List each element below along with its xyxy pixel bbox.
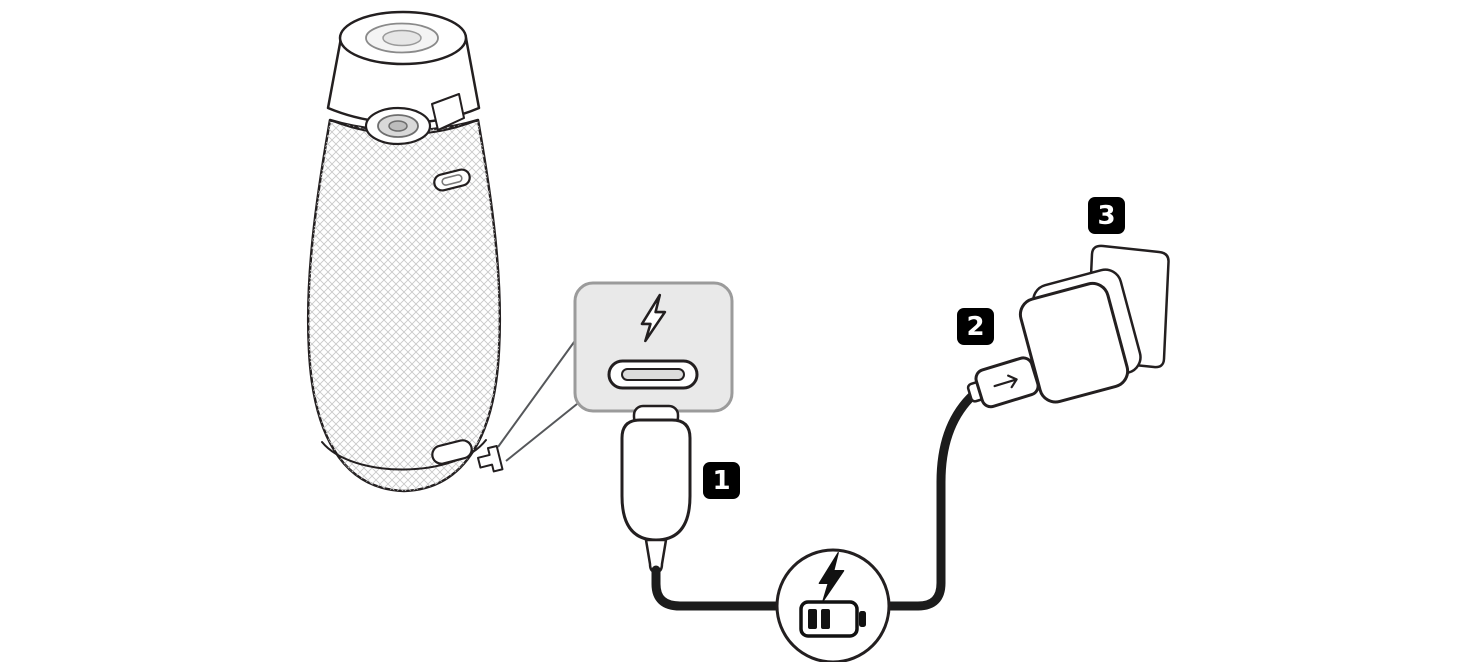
- port-rubber-flap: [476, 444, 504, 473]
- power-adapter: [1018, 268, 1142, 404]
- battery-charging-icon: [799, 600, 866, 638]
- charging-port-cover: [431, 439, 473, 465]
- cable-left-segment: [651, 565, 791, 611]
- step-badge-1: 1: [703, 462, 740, 499]
- charging-indicator: [775, 548, 891, 662]
- callout-box: [573, 281, 734, 413]
- speaker-illustration: [306, 10, 504, 493]
- charging-port-callout: [573, 281, 734, 413]
- speaker-strap-hook: [433, 168, 471, 192]
- projector-lens-center: [388, 120, 408, 132]
- cable-right-segment: [879, 389, 979, 611]
- speaker-top-light-inner: [382, 29, 422, 47]
- usb-c-connector: [620, 404, 692, 574]
- lightning-bolt-icon: [640, 293, 667, 343]
- projector-mirror: [431, 93, 465, 131]
- charging-cable: [651, 389, 979, 611]
- step-badge-2: 2: [957, 308, 994, 345]
- usb-arrow-icon: [993, 374, 1018, 389]
- speaker-body-hatch: [308, 120, 500, 491]
- usb-c-port-icon: [607, 359, 699, 390]
- usb-c-connector-body: [620, 418, 692, 542]
- callout-leader-lines: [497, 337, 578, 462]
- usb-plug: [966, 355, 1058, 409]
- step-badge-3: 3: [1088, 197, 1125, 234]
- power-adapter-front: [1018, 281, 1130, 404]
